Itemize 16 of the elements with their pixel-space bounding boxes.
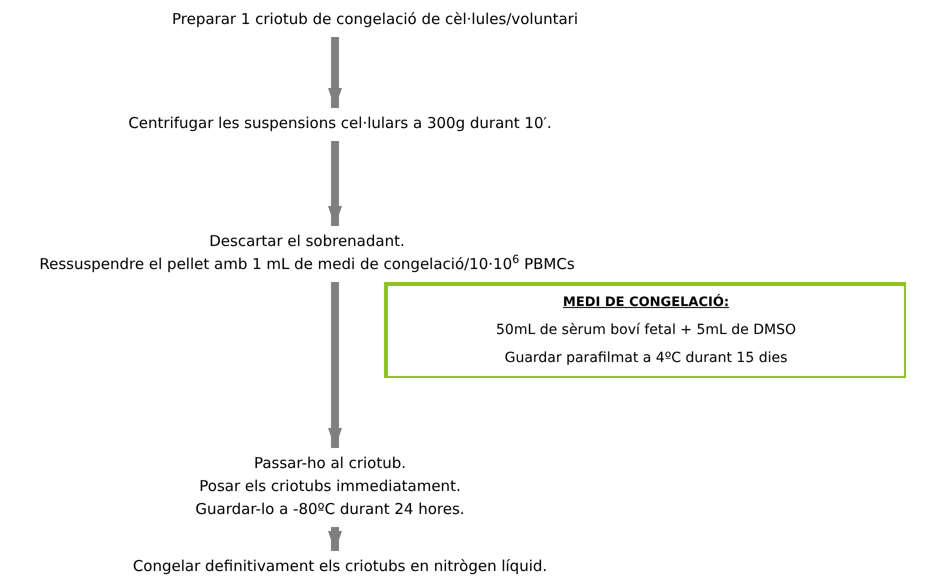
arrow	[328, 527, 342, 551]
step-text: Congelar definitivament els criotubs en nitrògen líquid.	[132, 556, 548, 576]
step-text: Descartar el sobrenadant.	[209, 231, 405, 252]
step-text: Passar-ho al criotub.	[254, 453, 406, 474]
note-text: Guardar parafilmat a 4ºC durant 15 dies	[504, 348, 788, 368]
step-text: Preparar 1 criotub de congelació de cèl·lules/voluntari	[172, 9, 578, 30]
note-box	[384, 282, 906, 378]
step-text: Ressuspendre el pellet amb 1 mL de medi de congelació/10·10$^{6}$ PBMCs	[39, 253, 575, 275]
arrow	[328, 282, 342, 448]
step-text: Centrifugar les suspensions cel·lulars a 300g durant 10′.	[128, 113, 552, 134]
arrow	[328, 141, 342, 226]
step-text: Posar els criotubs immediatament.	[199, 476, 461, 497]
arrow	[328, 37, 342, 108]
step-text: Guardar-lo a -80ºC durant 24 hores.	[195, 499, 465, 520]
note-heading: MEDI DE CONGELACIÓ:	[562, 293, 730, 312]
note-text: 50mL de sèrum boví fetal + 5mL de DMSO	[496, 320, 796, 340]
